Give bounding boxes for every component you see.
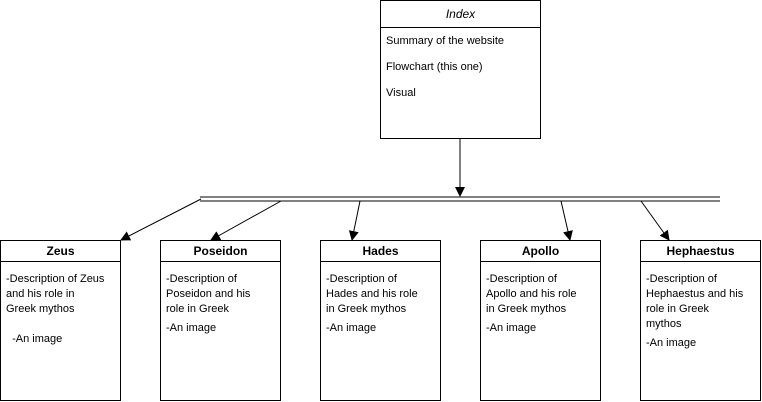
zeus-node-image-note: -An image xyxy=(6,333,63,345)
index-item-flowchart: Flowchart (this one) xyxy=(386,61,483,73)
hades-node: Hades -Description of Hades and his role… xyxy=(320,240,441,401)
bus-to-poseidon-arrow xyxy=(210,200,282,241)
hades-node-image-note: -An image xyxy=(326,322,377,334)
index-node: Index Summary of the website Flowchart (… xyxy=(380,0,541,139)
bus-to-hephaestus-arrow xyxy=(640,200,670,241)
poseidon-node-description: -Description of Poseidon and his role in… xyxy=(166,273,251,315)
hephaestus-node-description: -Description of Hephaestus and his role … xyxy=(646,273,744,330)
hephaestus-node: Hephaestus -Description of Hephaestus an… xyxy=(640,240,761,401)
apollo-node-title: Apollo xyxy=(481,241,600,262)
bus-to-hades-arrow xyxy=(348,200,361,241)
poseidon-node-title: Poseidon xyxy=(161,241,280,262)
index-item-summary: Summary of the website xyxy=(386,35,504,47)
apollo-node-description: -Description of Apollo and his role in G… xyxy=(486,273,577,315)
poseidon-node: Poseidon -Description of Poseidon and hi… xyxy=(160,240,281,401)
hephaestus-node-title: Hephaestus xyxy=(641,241,760,262)
bus-to-zeus-arrow xyxy=(120,198,202,241)
hephaestus-node-image-note: -An image xyxy=(646,337,697,349)
index-item-visual: Visual xyxy=(386,87,416,99)
hades-node-description: -Description of Hades and his role in Gr… xyxy=(326,273,418,315)
hades-node-title: Hades xyxy=(321,241,440,262)
apollo-node: Apollo -Description of Apollo and his ro… xyxy=(480,240,601,401)
zeus-node-title: Zeus xyxy=(1,241,120,262)
apollo-node-image-note: -An image xyxy=(486,322,537,334)
index-node-title: Index xyxy=(381,1,540,28)
zeus-node-description: -Description of Zeus and his role in Gre… xyxy=(6,273,105,315)
poseidon-node-image-note: -An image xyxy=(166,322,217,334)
bus-to-apollo-arrow xyxy=(560,200,573,241)
zeus-node: Zeus -Description of Zeus and his role i… xyxy=(0,240,121,401)
